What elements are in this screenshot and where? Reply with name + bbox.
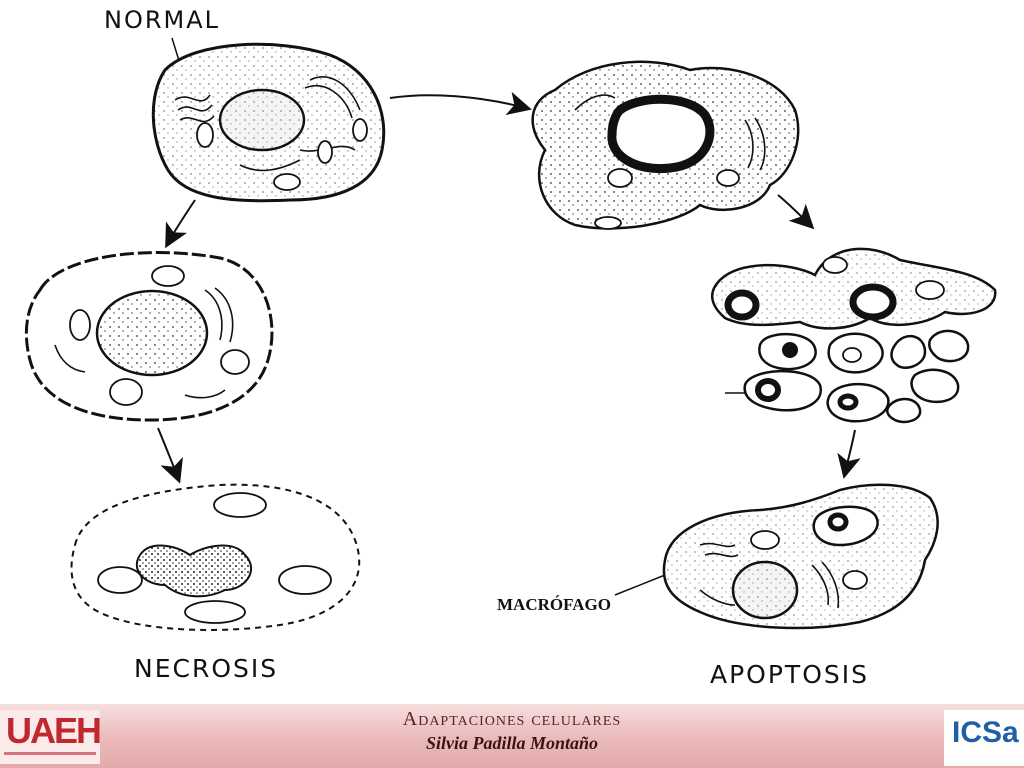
uaeh-logo-underline bbox=[4, 752, 96, 755]
slide-footer: UAEH Adaptaciones celulares Silvia Padil… bbox=[0, 704, 1024, 768]
normal-label: NORMAL bbox=[104, 6, 221, 34]
arrow-condensed-to-bodies bbox=[777, 194, 815, 230]
diagram-drawing bbox=[24, 37, 997, 631]
fragmented-nucleus bbox=[135, 544, 252, 598]
arrow-bodies-to-macrophage bbox=[837, 429, 861, 479]
necrosis-label: NECROSIS bbox=[134, 654, 279, 683]
footer-title: Adaptaciones celulares bbox=[402, 708, 622, 730]
macrophage-label: MACRÓFAGO bbox=[497, 595, 611, 614]
normal-cell bbox=[151, 37, 386, 203]
macrophage-pointer bbox=[614, 574, 666, 596]
apoptosis-condensed-cell bbox=[531, 60, 800, 230]
uaeh-logo: UAEH bbox=[0, 710, 102, 764]
cell-death-diagram: NORMAL NECROSIS APOPTOSIS MACRÓFAGO bbox=[24, 6, 997, 689]
necrosis-disintegrated-cell bbox=[70, 483, 361, 631]
condensed-nucleus bbox=[607, 94, 715, 174]
apoptotic-bodies bbox=[711, 247, 997, 424]
icsa-logo-text: ICSa bbox=[952, 716, 1019, 749]
necrosis-swollen-cell bbox=[24, 251, 274, 422]
arrow-normal-to-apoptosis bbox=[389, 91, 532, 116]
arrow-swollen-to-disintegrated bbox=[157, 427, 183, 484]
swollen-nucleus bbox=[95, 289, 209, 377]
arrow-normal-to-necrosis bbox=[165, 199, 196, 249]
macrophage-cell bbox=[614, 483, 939, 630]
footer-author: Silvia Padilla Montaño bbox=[425, 733, 599, 753]
icsa-logo: ICSa bbox=[944, 710, 1024, 766]
uaeh-logo-text: UAEH bbox=[6, 710, 102, 751]
apoptosis-label: APOPTOSIS bbox=[710, 660, 869, 689]
